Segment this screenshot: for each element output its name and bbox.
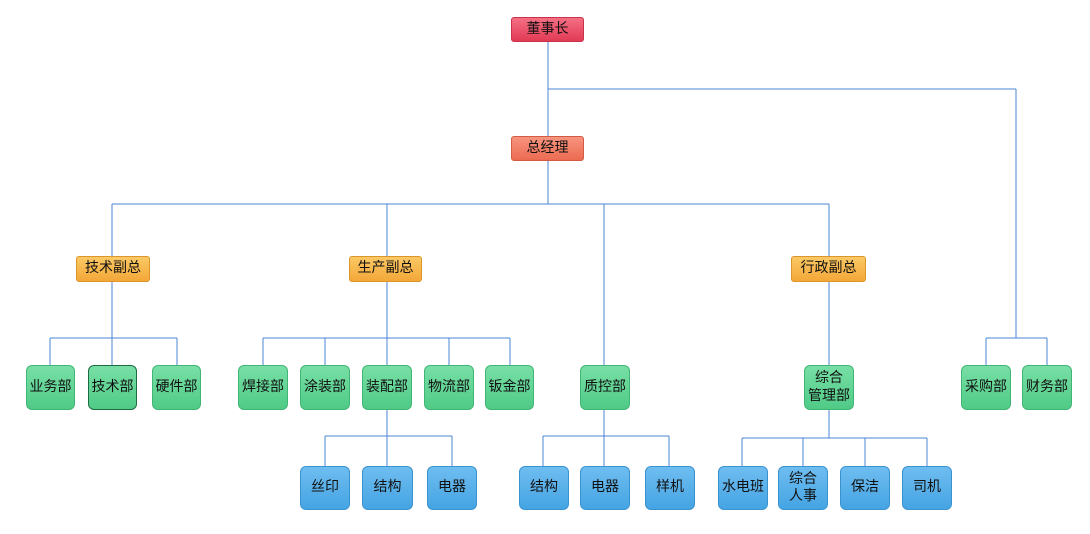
node-finance-dept[interactable]: 财务部 (1022, 365, 1072, 410)
node-general-manager[interactable]: 总经理 (511, 136, 584, 161)
node-logistics-dept[interactable]: 物流部 (424, 365, 474, 410)
node-technology-dept[interactable]: 技术部 (88, 365, 137, 410)
node-utilities-unit[interactable]: 水电班 (718, 466, 768, 510)
node-general-hr-unit[interactable]: 综合 人事 (778, 466, 828, 510)
node-purchasing-dept[interactable]: 采购部 (961, 365, 1011, 410)
node-painting-dept[interactable]: 涂装部 (300, 365, 350, 410)
node-admin-vp[interactable]: 行政副总 (791, 256, 866, 282)
node-general-management-dept[interactable]: 综合 管理部 (804, 365, 854, 410)
node-quality-dept[interactable]: 质控部 (580, 365, 630, 410)
node-assembly-electrical-unit[interactable]: 电器 (427, 466, 477, 510)
node-assembly-dept[interactable]: 装配部 (362, 365, 412, 410)
node-assembly-structure-unit[interactable]: 结构 (362, 466, 413, 510)
node-prototype-unit[interactable]: 样机 (645, 466, 695, 510)
node-quality-structure-unit[interactable]: 结构 (519, 466, 569, 510)
node-silk-print-unit[interactable]: 丝印 (300, 466, 350, 510)
node-tech-vp[interactable]: 技术副总 (76, 256, 150, 282)
node-welding-dept[interactable]: 焊接部 (238, 365, 288, 410)
node-cleaning-unit[interactable]: 保洁 (840, 466, 890, 510)
node-quality-electrical-unit[interactable]: 电器 (580, 466, 630, 510)
node-hardware-dept[interactable]: 硬件部 (152, 365, 201, 410)
node-chairman[interactable]: 董事长 (511, 17, 584, 42)
node-driver-unit[interactable]: 司机 (902, 466, 952, 510)
node-production-vp[interactable]: 生产副总 (349, 256, 422, 282)
node-business-dept[interactable]: 业务部 (26, 365, 75, 410)
node-sheet-metal-dept[interactable]: 钣金部 (485, 365, 534, 410)
